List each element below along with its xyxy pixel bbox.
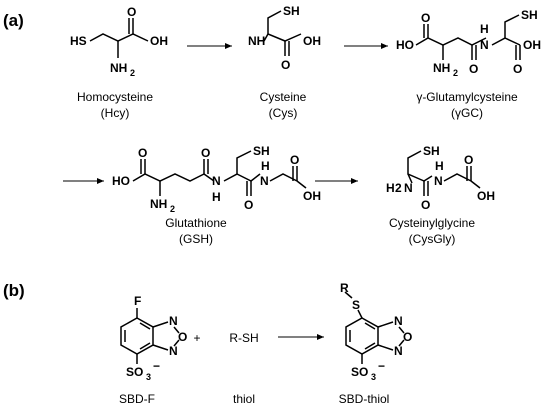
svg-text:H: H bbox=[212, 190, 221, 204]
glutathione-structure: HO O NH 2 O N H SH O H N O OH bbox=[112, 144, 321, 214]
svg-text:NH: NH bbox=[433, 61, 450, 75]
panel-label-b: (b) bbox=[3, 281, 25, 300]
svg-text:O: O bbox=[513, 62, 522, 76]
svg-text:R: R bbox=[340, 281, 349, 295]
svg-text:N: N bbox=[212, 174, 221, 188]
svg-text:NH: NH bbox=[150, 197, 167, 211]
svg-text:3: 3 bbox=[371, 372, 376, 382]
svg-text:SO: SO bbox=[126, 365, 143, 379]
svg-text:F: F bbox=[134, 294, 141, 308]
hcy-abbr: (Hcy) bbox=[101, 106, 130, 120]
svg-text:O: O bbox=[201, 146, 210, 160]
svg-text:HO: HO bbox=[396, 38, 414, 52]
svg-text:N: N bbox=[404, 181, 413, 195]
svg-text:S: S bbox=[352, 298, 360, 312]
cysgly-abbr: (CysGly) bbox=[409, 232, 456, 246]
svg-text:H: H bbox=[480, 22, 489, 36]
svg-text:−: − bbox=[153, 359, 160, 373]
svg-text:2: 2 bbox=[453, 68, 458, 78]
homocysteine-structure: HS O OH NH 2 bbox=[70, 5, 168, 78]
sbd-thiol-label: SBD-thiol bbox=[339, 392, 390, 406]
hcy-hs: HS bbox=[70, 34, 87, 48]
svg-text:NH: NH bbox=[248, 34, 265, 48]
svg-text:O: O bbox=[464, 153, 473, 167]
sbd-thiol-structure: R S N N O SO 3 − bbox=[340, 281, 412, 382]
svg-text:O: O bbox=[290, 153, 299, 167]
svg-text:2: 2 bbox=[395, 181, 402, 195]
svg-text:O: O bbox=[244, 198, 253, 212]
cysteine-structure: SH NH OH O bbox=[248, 4, 321, 72]
svg-text:N: N bbox=[260, 174, 269, 188]
svg-text:N: N bbox=[394, 344, 403, 358]
svg-text:N: N bbox=[434, 174, 443, 188]
svg-text:2: 2 bbox=[170, 204, 175, 214]
panel-label-a: (a) bbox=[3, 11, 24, 30]
svg-text:H: H bbox=[261, 159, 270, 173]
svg-text:O: O bbox=[281, 58, 290, 72]
svg-text:SH: SH bbox=[521, 8, 538, 22]
thiol-formula: R-SH bbox=[229, 331, 258, 345]
svg-text:−: − bbox=[378, 359, 385, 373]
gsh-abbr: (GSH) bbox=[179, 232, 213, 246]
svg-text:OH: OH bbox=[303, 189, 321, 203]
cys-name: Cysteine bbox=[260, 90, 307, 104]
svg-text:H: H bbox=[435, 159, 444, 173]
svg-text:N: N bbox=[169, 314, 178, 328]
svg-text:HO: HO bbox=[112, 174, 130, 188]
svg-text:N: N bbox=[169, 344, 178, 358]
svg-text:SH: SH bbox=[423, 144, 440, 158]
sbdf-label: SBD-F bbox=[119, 392, 155, 406]
svg-text:SH: SH bbox=[283, 4, 300, 18]
sbdf-structure: F N N O SO 3 − bbox=[120, 294, 187, 382]
thiol-label: thiol bbox=[233, 392, 255, 406]
svg-text:N: N bbox=[480, 38, 489, 52]
svg-text:NH: NH bbox=[110, 61, 127, 75]
hcy-name: Homocysteine bbox=[77, 90, 153, 104]
gsh-name: Glutathione bbox=[165, 216, 227, 230]
svg-text:OH: OH bbox=[150, 34, 168, 48]
cys-abbr: (Cys) bbox=[269, 106, 298, 120]
svg-text:SO: SO bbox=[351, 365, 368, 379]
glutamylcysteine-structure: HO O NH 2 O N H SH OH O bbox=[396, 8, 541, 78]
svg-text:O: O bbox=[421, 11, 430, 25]
svg-text:SH: SH bbox=[253, 144, 270, 158]
ygc-name: γ-Glutamylcysteine bbox=[416, 90, 518, 104]
svg-text:O: O bbox=[403, 330, 412, 344]
svg-text:3: 3 bbox=[146, 372, 151, 382]
svg-text:OH: OH bbox=[477, 189, 495, 203]
ygc-abbr: (γGC) bbox=[451, 106, 483, 120]
svg-text:O: O bbox=[469, 62, 478, 76]
svg-text:O: O bbox=[421, 198, 430, 212]
svg-text:H: H bbox=[386, 181, 395, 195]
svg-text:2: 2 bbox=[130, 68, 135, 78]
cysteinylglycine-structure: SH H 2 N O H N O OH bbox=[386, 144, 495, 212]
plus-sign: + bbox=[193, 331, 200, 345]
svg-text:O: O bbox=[178, 330, 187, 344]
svg-text:OH: OH bbox=[523, 38, 541, 52]
svg-text:O: O bbox=[138, 146, 147, 160]
cysgly-name: Cysteinylglycine bbox=[389, 216, 475, 230]
svg-text:O: O bbox=[127, 5, 136, 19]
svg-text:N: N bbox=[394, 314, 403, 328]
svg-text:OH: OH bbox=[303, 34, 321, 48]
